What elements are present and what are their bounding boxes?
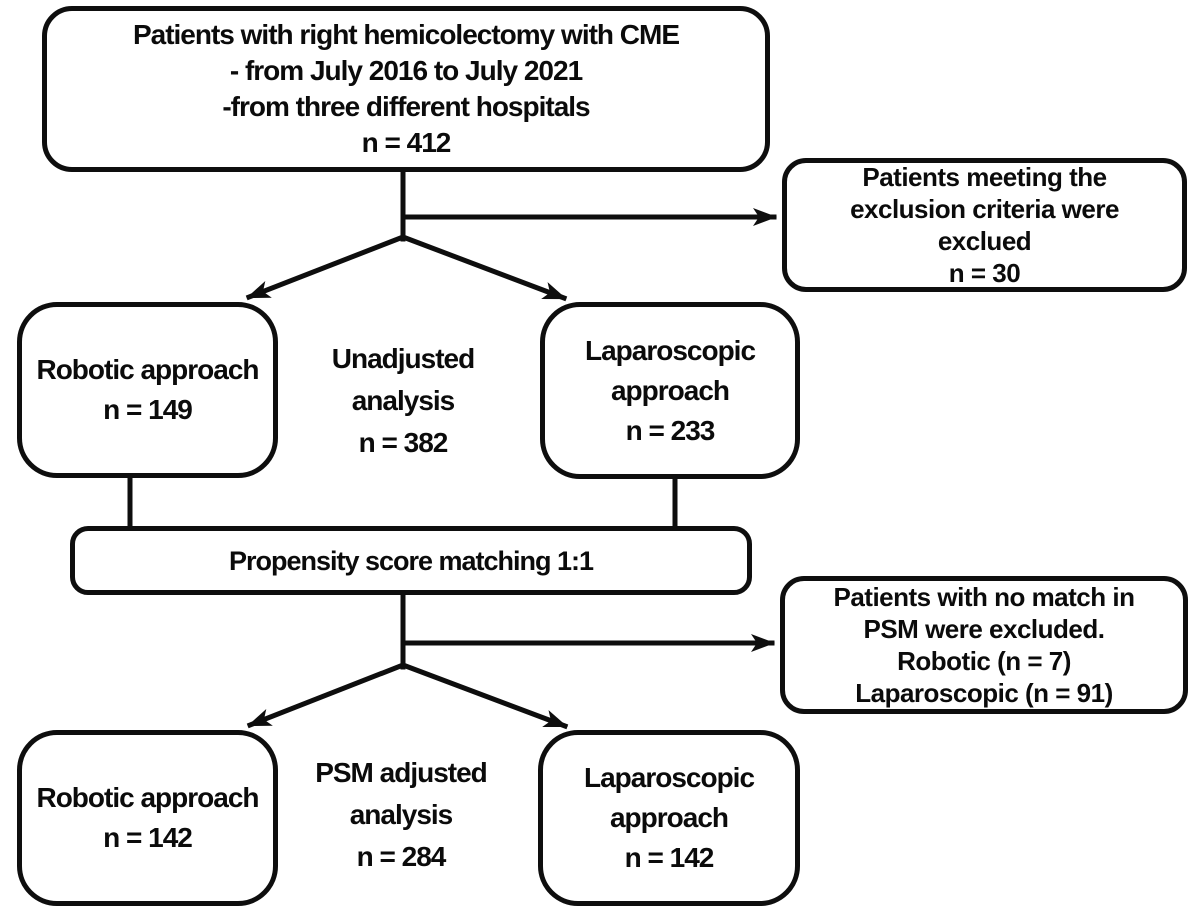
laparoscopic2-label: Laparoscopic (583, 762, 755, 793)
exclusion2-laparoscopic-count: Laparoscopic (n = 91) (855, 678, 1113, 708)
exclusion1-line: Patients meeting the (862, 162, 1107, 192)
enrollment-period: - from July 2016 to July 2021 (229, 55, 583, 86)
laparoscopic2-count: n = 142 (624, 842, 715, 873)
exclusion2-robotic-count: Robotic (n = 7) (897, 646, 1071, 676)
laparoscopic1-label: approach (610, 374, 730, 406)
exclusion2-line: Patients with no match in (833, 582, 1135, 612)
psmadjusted-line: analysis (349, 799, 454, 830)
enrollment-title: Patients with right hemicolectomy with C… (132, 19, 680, 50)
unadjusted-line: analysis (351, 385, 456, 416)
node-propensity-matching: Propensity score matching 1:1 (70, 526, 752, 595)
node-robotic-unadjusted: Robotic approach n = 149 (17, 302, 278, 478)
enrollment-hospitals: -from three different hospitals (222, 91, 590, 122)
psm-label: Propensity score matching 1:1 (228, 545, 594, 576)
arrow-to-laparoscopic1 (399, 233, 568, 302)
laparoscopic1-count: n = 233 (625, 414, 716, 446)
psmadjusted-count: n = 284 (356, 841, 447, 872)
robotic2-label: Robotic approach (36, 782, 259, 813)
robotic2-count: n = 142 (103, 822, 193, 853)
arrow-to-laparoscopic2 (399, 661, 569, 730)
unadjusted-line: Unadjusted (331, 343, 475, 374)
robotic1-label: Robotic approach (36, 354, 259, 385)
node-psm-exclusion: Patients with no match in PSM were exclu… (780, 576, 1188, 714)
arrow-to-robotic2 (246, 661, 407, 729)
exclusion2-line: PSM were excluded. (863, 614, 1105, 644)
node-laparoscopic-psm: Laparoscopic approach n = 142 (538, 730, 800, 906)
node-robotic-psm: Robotic approach n = 142 (17, 730, 278, 906)
psmadjusted-line: PSM adjusted (315, 757, 488, 788)
exclusion1-count: n = 30 (948, 258, 1021, 288)
node-enrollment: Patients with right hemicolectomy with C… (42, 6, 770, 172)
unadjusted-count: n = 382 (358, 427, 449, 458)
label-unadjusted-analysis: Unadjusted analysis n = 382 (292, 336, 514, 466)
laparoscopic2-label: approach (609, 802, 729, 833)
arrow-to-robotic1 (245, 233, 407, 301)
node-exclusion-criteria: Patients meeting the exclusion criteria … (782, 158, 1187, 292)
node-laparoscopic-unadjusted: Laparoscopic approach n = 233 (540, 302, 800, 479)
label-psm-adjusted-analysis: PSM adjusted analysis n = 284 (290, 750, 512, 880)
exclusion1-line: exclusion criteria were (850, 194, 1119, 224)
robotic1-count: n = 149 (103, 394, 193, 425)
exclusion1-line: exclued (937, 226, 1032, 256)
enrollment-count: n = 412 (361, 127, 452, 158)
laparoscopic1-label: Laparoscopic (584, 334, 756, 366)
